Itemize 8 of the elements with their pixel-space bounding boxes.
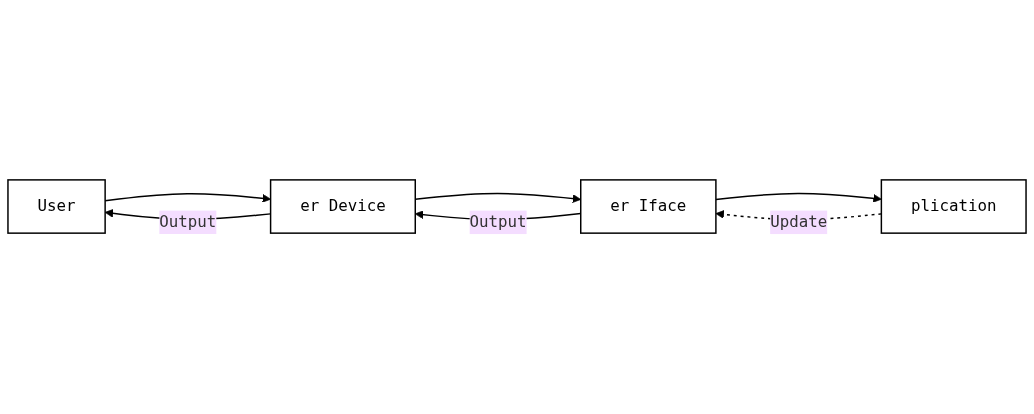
node-box: er Iface xyxy=(580,179,717,234)
node-box: plication xyxy=(880,179,1027,234)
node-box: er Device xyxy=(269,179,416,234)
edge-label: Output xyxy=(469,212,527,232)
arrow xyxy=(715,192,882,203)
edge-label: Update xyxy=(770,212,828,232)
edge-label: Output xyxy=(159,212,217,232)
node-box: User xyxy=(7,179,106,234)
